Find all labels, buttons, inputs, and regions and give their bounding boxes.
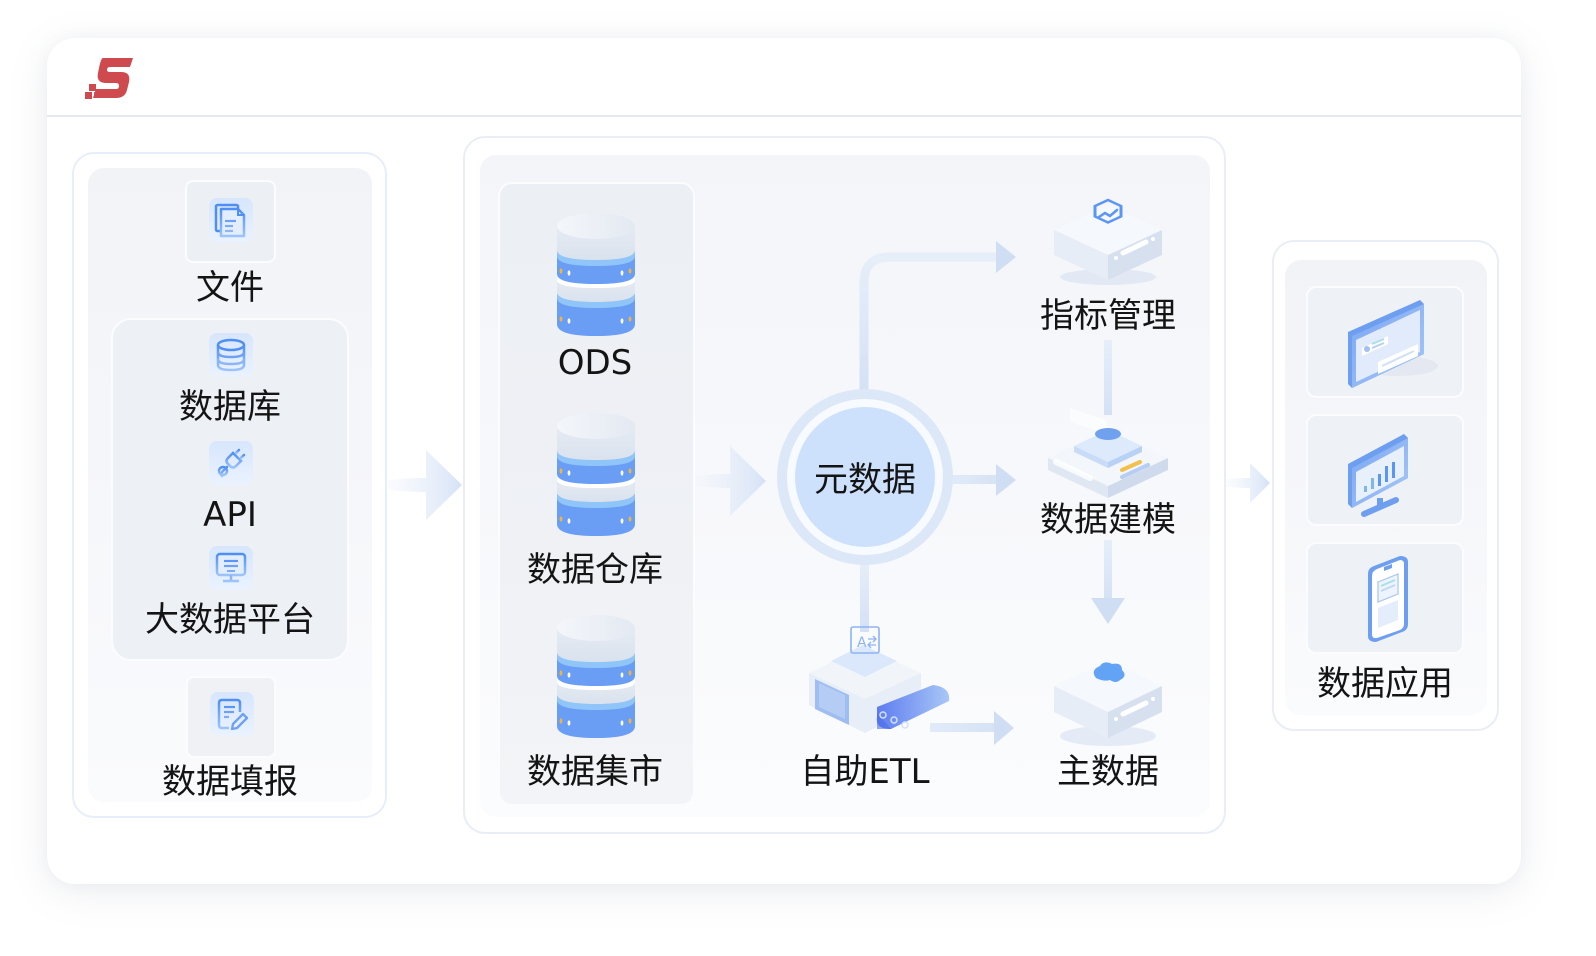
app-tile-dashboard[interactable] [1306, 286, 1464, 398]
file-label: 文件 [196, 268, 264, 308]
metric-management-label: 指标管理 [1040, 296, 1176, 336]
ods-label: ODS [557, 343, 633, 383]
database-label: 数据库 [179, 387, 281, 427]
file-icon [209, 198, 253, 242]
connector-etl-to-master-data [930, 711, 1014, 745]
plug-icon [209, 441, 253, 485]
server-stack-icon[interactable] [556, 412, 636, 538]
app-tile-chart-monitor[interactable] [1306, 414, 1464, 526]
master-data-label: 主数据 [1057, 752, 1159, 792]
etl-machine-icon[interactable]: A [805, 625, 955, 745]
big-data-platform-label: 大数据平台 [145, 600, 315, 640]
fill-tile[interactable] [186, 676, 276, 758]
connector-modeling-to-master-data [1091, 540, 1125, 624]
server-stack-icon[interactable] [556, 212, 636, 338]
card-header [47, 38, 1521, 117]
database-icon [209, 333, 253, 377]
file-tile[interactable] [185, 180, 276, 263]
flow-arrow-sources-to-storage [388, 450, 462, 520]
dashboard-screen-icon [1348, 300, 1438, 388]
self-service-etl-label: 自助ETL [800, 752, 930, 792]
connector-metadata-to-etl [860, 560, 869, 632]
server-stack-icon[interactable] [556, 614, 636, 740]
connector-metrics-to-modeling [1104, 340, 1112, 415]
metadata-hub[interactable] [795, 407, 935, 547]
form-edit-icon [210, 692, 254, 736]
master-data-box-icon[interactable] [1048, 648, 1168, 748]
data-mart-label: 数据集市 [527, 752, 663, 792]
svg-text:A: A [857, 635, 867, 651]
data-warehouse-label: 数据仓库 [527, 550, 663, 590]
modeling-platform-icon[interactable] [1040, 400, 1176, 500]
connector-metadata-to-metrics [859, 241, 1016, 395]
data-fill-label: 数据填报 [162, 762, 298, 802]
metric-box-icon[interactable] [1048, 185, 1168, 285]
data-modeling-label: 数据建模 [1040, 500, 1176, 540]
data-apps-label: 数据应用 [1317, 664, 1453, 704]
connector-metadata-to-modeling [952, 464, 1016, 496]
s-logo-icon [85, 58, 133, 99]
flow-arrow-storage-to-metadata [696, 446, 766, 516]
monitor-icon [209, 546, 253, 590]
mobile-app-icon [1368, 556, 1408, 642]
chart-monitor-icon [1348, 434, 1408, 517]
api-label: API [203, 495, 257, 535]
app-tile-mobile[interactable] [1306, 542, 1464, 654]
metadata-label: 元数据 [814, 460, 916, 500]
flow-arrow-processing-to-apps [1226, 463, 1270, 503]
